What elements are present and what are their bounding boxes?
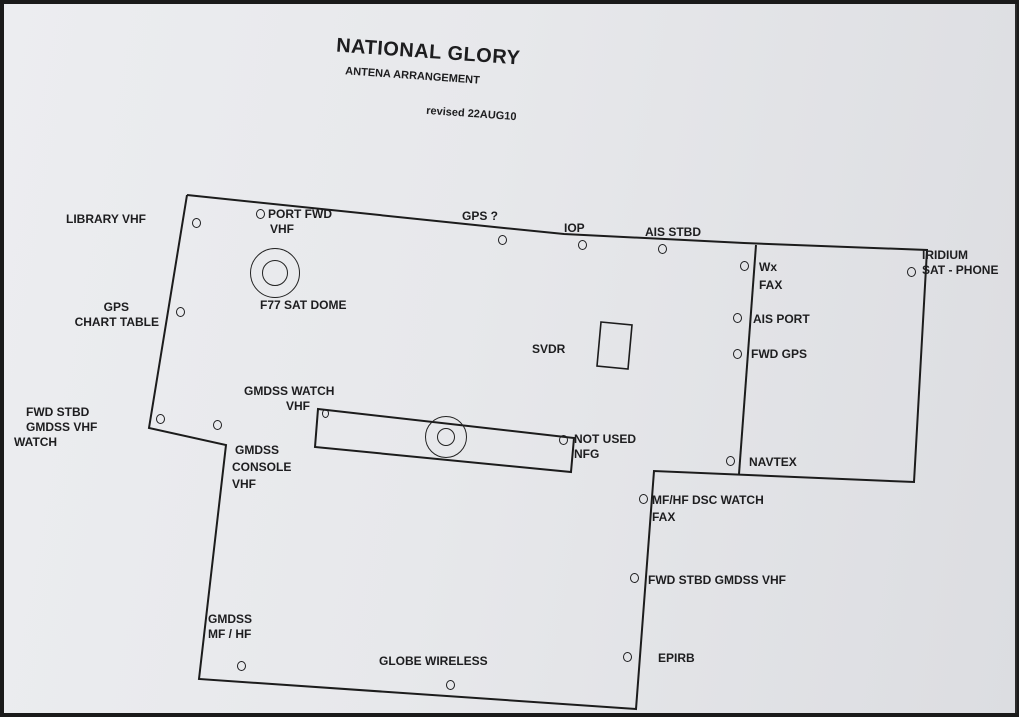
antenna-marker-library-vhf [192, 218, 201, 228]
console-dome-inner [437, 428, 455, 446]
antenna-marker-iridium [907, 267, 916, 277]
iridium-line1: IRIDIUM [922, 248, 968, 262]
gps-chart-line1: GPS [103, 300, 129, 314]
mfhf-dsc-line2: FAX [652, 510, 676, 524]
antenna-marker-fwd-stbd-gmdss [630, 573, 639, 583]
epirb-label: EPIRB [658, 651, 695, 665]
gmdss-console-vhf-label: GMDSS CONSOLE VHF [232, 442, 291, 492]
fwd-stbd-gmdss-vhf-label: FWD STBD GMDSS VHF [648, 573, 786, 587]
antenna-marker-gmdss-watch [322, 409, 329, 418]
iridium-line2: SAT - PHONE [922, 263, 999, 277]
not-used-line1: NOT USED [574, 432, 637, 446]
document-sheet: NATIONAL GLORY ANTENA ARRANGEMENT revise… [4, 4, 1015, 713]
wx-fax-line1: Wx [759, 260, 777, 274]
svdr-label: SVDR [532, 342, 566, 356]
ais-port-label: AIS PORT [753, 312, 810, 326]
port-fwd-vhf-label: PORT FWD VHF [268, 207, 332, 237]
deck-boundary [147, 194, 929, 711]
fwd-stbd-line2: GMDSS VHF [26, 420, 98, 434]
gmdss-mfhf-label: GMDSS MF / HF [208, 612, 252, 642]
iop-label: IOP [564, 221, 585, 235]
gps-chart-line2: CHART TABLE [74, 315, 159, 329]
antenna-marker-mfhf-dsc [639, 494, 648, 504]
f77-sat-dome-inner [262, 260, 288, 286]
antenna-marker-epirb [623, 652, 632, 662]
antenna-marker-gps-chart [176, 307, 185, 317]
gps-chart-table-label: GPS CHART TABLE [39, 300, 159, 330]
mfhf-dsc-line1: MF/HF DSC WATCH [652, 493, 764, 507]
antenna-marker-gps-unknown [498, 235, 507, 245]
antenna-marker-port-fwd [256, 209, 265, 219]
port-fwd-line2: VHF [270, 222, 294, 236]
mfhf-dsc-watch-label: MF/HF DSC WATCH FAX [652, 493, 764, 525]
deck-outline [147, 194, 929, 711]
antenna-marker-fwd-stbd-1 [156, 414, 165, 424]
gmdss-mfhf-line2: MF / HF [208, 627, 252, 641]
console-line1: GMDSS [235, 443, 280, 457]
antenna-marker-ais-stbd [658, 244, 667, 254]
svdr-box [596, 321, 633, 370]
f77-sat-dome-outer [250, 248, 300, 298]
antenna-marker-navtex [726, 456, 735, 466]
photo-of-document: NATIONAL GLORY ANTENA ARRANGEMENT revise… [4, 4, 1017, 713]
antenna-marker-iop [578, 240, 587, 250]
antenna-marker-not-used [559, 435, 568, 445]
navtex-label: NAVTEX [749, 455, 797, 469]
gmdss-watch-line1: GMDSS WATCH [244, 384, 335, 398]
wx-fax-label: Wx FAX [759, 260, 782, 293]
antenna-marker-globe-wireless [446, 680, 455, 690]
console-line2: CONSOLE [232, 459, 292, 474]
not-used-label: NOT USED NFG [574, 432, 636, 462]
not-used-line2: NFG [574, 447, 600, 461]
f77-sat-dome-label: F77 SAT DOME [260, 298, 347, 312]
gmdss-watch-vhf-label: GMDSS WATCH VHF [244, 384, 334, 414]
fwd-stbd-line3: WATCH [14, 435, 58, 449]
console-box [313, 407, 576, 474]
fwd-gps-label: FWD GPS [751, 347, 807, 361]
antenna-marker-fwd-gps [733, 349, 742, 359]
gmdss-mfhf-line1: GMDSS [208, 612, 253, 626]
wheelhouse-divider [738, 244, 757, 475]
antenna-marker-gmdss-mfhf [237, 661, 246, 671]
fwd-stbd-line1: FWD STBD [26, 405, 90, 419]
gps-unknown-label: GPS ? [462, 209, 499, 223]
ais-stbd-label: AIS STBD [645, 225, 702, 239]
console-line3: VHF [232, 476, 256, 491]
console-dome-outer [425, 416, 467, 458]
globe-wireless-label: GLOBE WIRELESS [379, 654, 488, 668]
fwd-stbd-watch-label: FWD STBD GMDSS VHF WATCH [14, 405, 97, 450]
gmdss-watch-line2: VHF [286, 399, 310, 413]
antenna-marker-wx-fax [740, 261, 749, 271]
wx-fax-line2: FAX [759, 278, 783, 292]
antenna-marker-ais-port [733, 313, 742, 323]
antenna-marker-fwd-stbd-2 [213, 420, 222, 430]
port-fwd-line1: PORT FWD [268, 207, 332, 221]
library-vhf-label: LIBRARY VHF [66, 212, 147, 226]
iridium-sat-phone-label: IRIDIUM SAT - PHONE [922, 248, 998, 278]
